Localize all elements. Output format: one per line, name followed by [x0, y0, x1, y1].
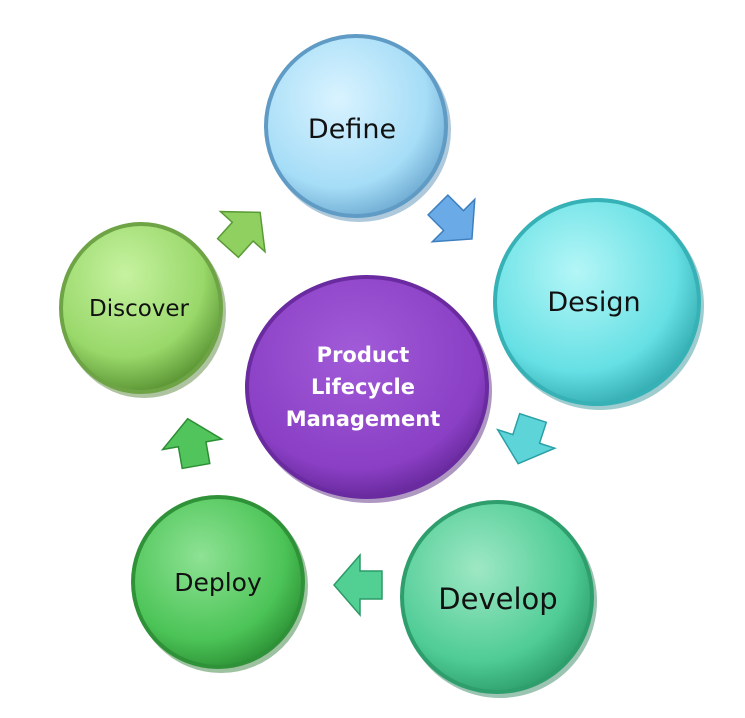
- center-node: Product Lifecycle Management: [245, 275, 492, 503]
- arrow-develop-to-deploy: [333, 552, 383, 618]
- node-deploy: Deploy: [131, 495, 308, 673]
- center-label-line-1: Product: [317, 343, 410, 367]
- arrow-deploy-to-discover: [160, 417, 224, 470]
- arrow-define-to-design: [427, 194, 476, 243]
- node-develop: Develop: [400, 500, 597, 698]
- node-discover: Discover: [59, 222, 226, 398]
- node-label-deploy: Deploy: [174, 568, 262, 597]
- node-label-develop: Develop: [438, 582, 557, 616]
- node-label-design: Design: [547, 287, 640, 318]
- node-label-define: Define: [308, 114, 396, 145]
- node-label-discover: Discover: [89, 296, 190, 322]
- arrow-design-to-develop: [495, 412, 557, 465]
- center-label-line-2: Lifecycle: [311, 375, 415, 399]
- node-define: Define: [264, 34, 451, 222]
- center-label-line-3: Management: [286, 407, 441, 431]
- arrow-discover-to-define: [216, 210, 267, 259]
- node-design: Design: [493, 198, 704, 410]
